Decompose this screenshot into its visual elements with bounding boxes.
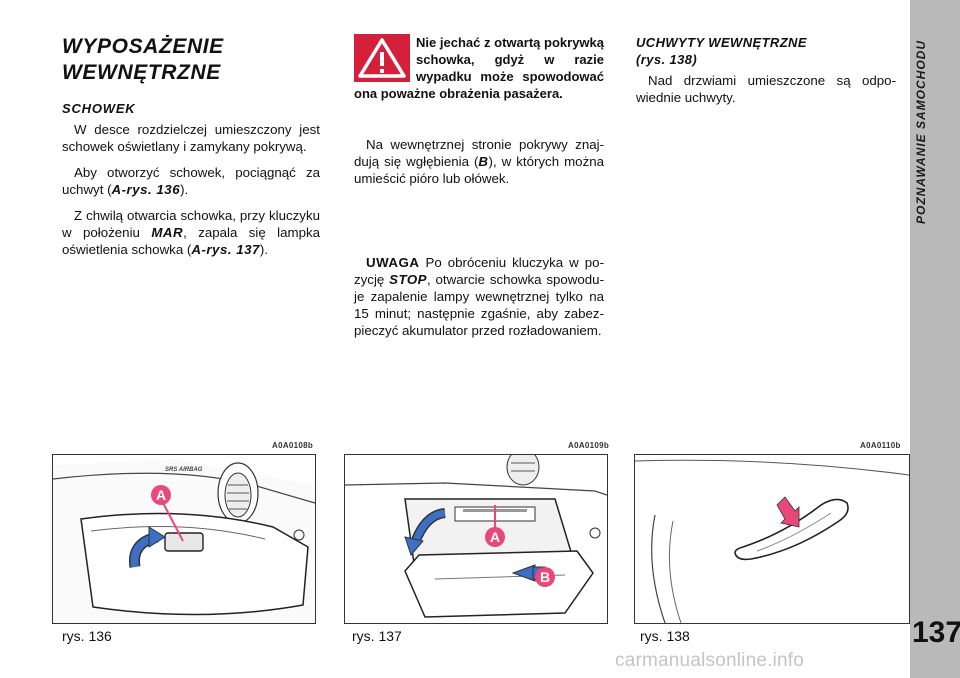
- paragraph-text: , otwarcie schowka spowodu­je zapalenie …: [354, 272, 604, 338]
- label-reference: B: [478, 154, 489, 169]
- figure-code: A0A0108b: [272, 441, 314, 450]
- glovebox-lid: [404, 550, 594, 618]
- figure-glovebox-closed: SRS AIRBAG A: [52, 454, 316, 624]
- section-heading-line2: (rys. 138): [636, 52, 698, 67]
- paragraph-text: ), w których moż­na umieścić pióro lub o…: [354, 154, 605, 186]
- paragraph-text: Po obróceniu kluczyka w po­zycję: [354, 255, 604, 287]
- section-heading-uchwyty: UCHWYTY WEWNĘTRZNE (rys. 138): [636, 34, 896, 68]
- figure-grab-handle: [634, 454, 910, 624]
- airbag-badge: SRS AIRBAG: [165, 467, 203, 473]
- figure-reference: A-rys. 136: [111, 182, 181, 197]
- figure-code: A0A0110b: [860, 441, 901, 450]
- paragraph: Nad drzwiami umieszczone są odpo­wiednie…: [636, 72, 896, 106]
- label-a: A: [156, 487, 166, 503]
- paragraph-text: ).: [180, 182, 189, 197]
- figure-glovebox-open: A B: [344, 454, 608, 624]
- sidebar: [910, 0, 960, 678]
- arrow-down-icon: [776, 496, 800, 528]
- grab-handle: [734, 498, 849, 561]
- column-3: UCHWYTY WEWNĘTRZNE (rys. 138) Nad drzwia…: [636, 34, 896, 115]
- paragraph: W desce rozdzielczej umieszczony jest sc…: [62, 121, 320, 155]
- paragraph-text: Na wewnętrznej stronie pokrywy znaj­dują…: [354, 137, 604, 169]
- page-number: 137: [912, 616, 960, 649]
- figure-reference: A-rys. 137: [191, 242, 260, 257]
- page-title: WYPOSAŻENIE WEWNĘTRZNE: [62, 34, 320, 86]
- paragraph: Na wewnętrznej stronie pokrywy znaj­dują…: [354, 136, 604, 187]
- section-heading-schowek: SCHOWEK: [62, 101, 136, 116]
- key-position: MAR: [151, 225, 184, 240]
- column-2: Nie jechać z otwartą po­krywką schowka, …: [354, 34, 604, 348]
- figure-caption: rys. 136: [62, 628, 112, 644]
- warning-icon: [354, 34, 410, 82]
- dashboard-vent-icon: [506, 455, 540, 486]
- watermark: carmanualsonline.info: [615, 650, 805, 671]
- note-label: UWAGA: [366, 255, 420, 270]
- label-b: B: [540, 569, 550, 585]
- paragraph-text: Nad drzwiami umieszczone są odpo­wiednie…: [636, 73, 896, 105]
- figure-caption: rys. 137: [352, 628, 402, 644]
- warning-text: Nie jechać z otwartą po­krywką schowka, …: [354, 35, 604, 101]
- column-1: WYPOSAŻENIE WEWNĘTRZNE SCHOWEK W desce r…: [62, 34, 320, 267]
- section-heading-line1: UCHWYTY WEWNĘTRZNE: [636, 35, 807, 50]
- paragraph: Aby otworzyć schowek, pociągnąć za uchwy…: [62, 164, 320, 198]
- figure-caption: rys. 138: [640, 628, 690, 644]
- glovebox-handle: [164, 532, 204, 552]
- page-title-line1: WYPOSAŻENIE: [62, 35, 224, 58]
- note-paragraph: UWAGA Po obróceniu kluczyka w po­zycję S…: [354, 254, 604, 339]
- paragraph-text: Aby otworzyć schowek, pociągnąć za uchwy…: [62, 165, 320, 197]
- key-position: STOP: [389, 272, 428, 287]
- paragraph-text: W desce rozdzielczej umieszczony jest sc…: [62, 122, 320, 154]
- paragraph: Z chwilą otwarcia schowka, przy kluczy­k…: [62, 207, 320, 258]
- section-title-vertical: POZNAWANIE SAMOCHODU: [914, 40, 928, 225]
- paragraph-text: Z chwilą otwarcia schowka, przy kluczy­k…: [62, 208, 320, 240]
- label-a: A: [490, 529, 500, 545]
- page-title-line2: WEWNĘTRZNE: [62, 61, 221, 84]
- figure-code: A0A0109b: [568, 441, 610, 450]
- dashboard-vent-icon: [217, 462, 259, 524]
- paragraph-text: ).: [259, 242, 269, 257]
- warning-block: Nie jechać z otwartą po­krywką schowka, …: [354, 34, 604, 102]
- paragraph-text: , zapala się lamp­ka oświetlenia schowka…: [62, 225, 321, 257]
